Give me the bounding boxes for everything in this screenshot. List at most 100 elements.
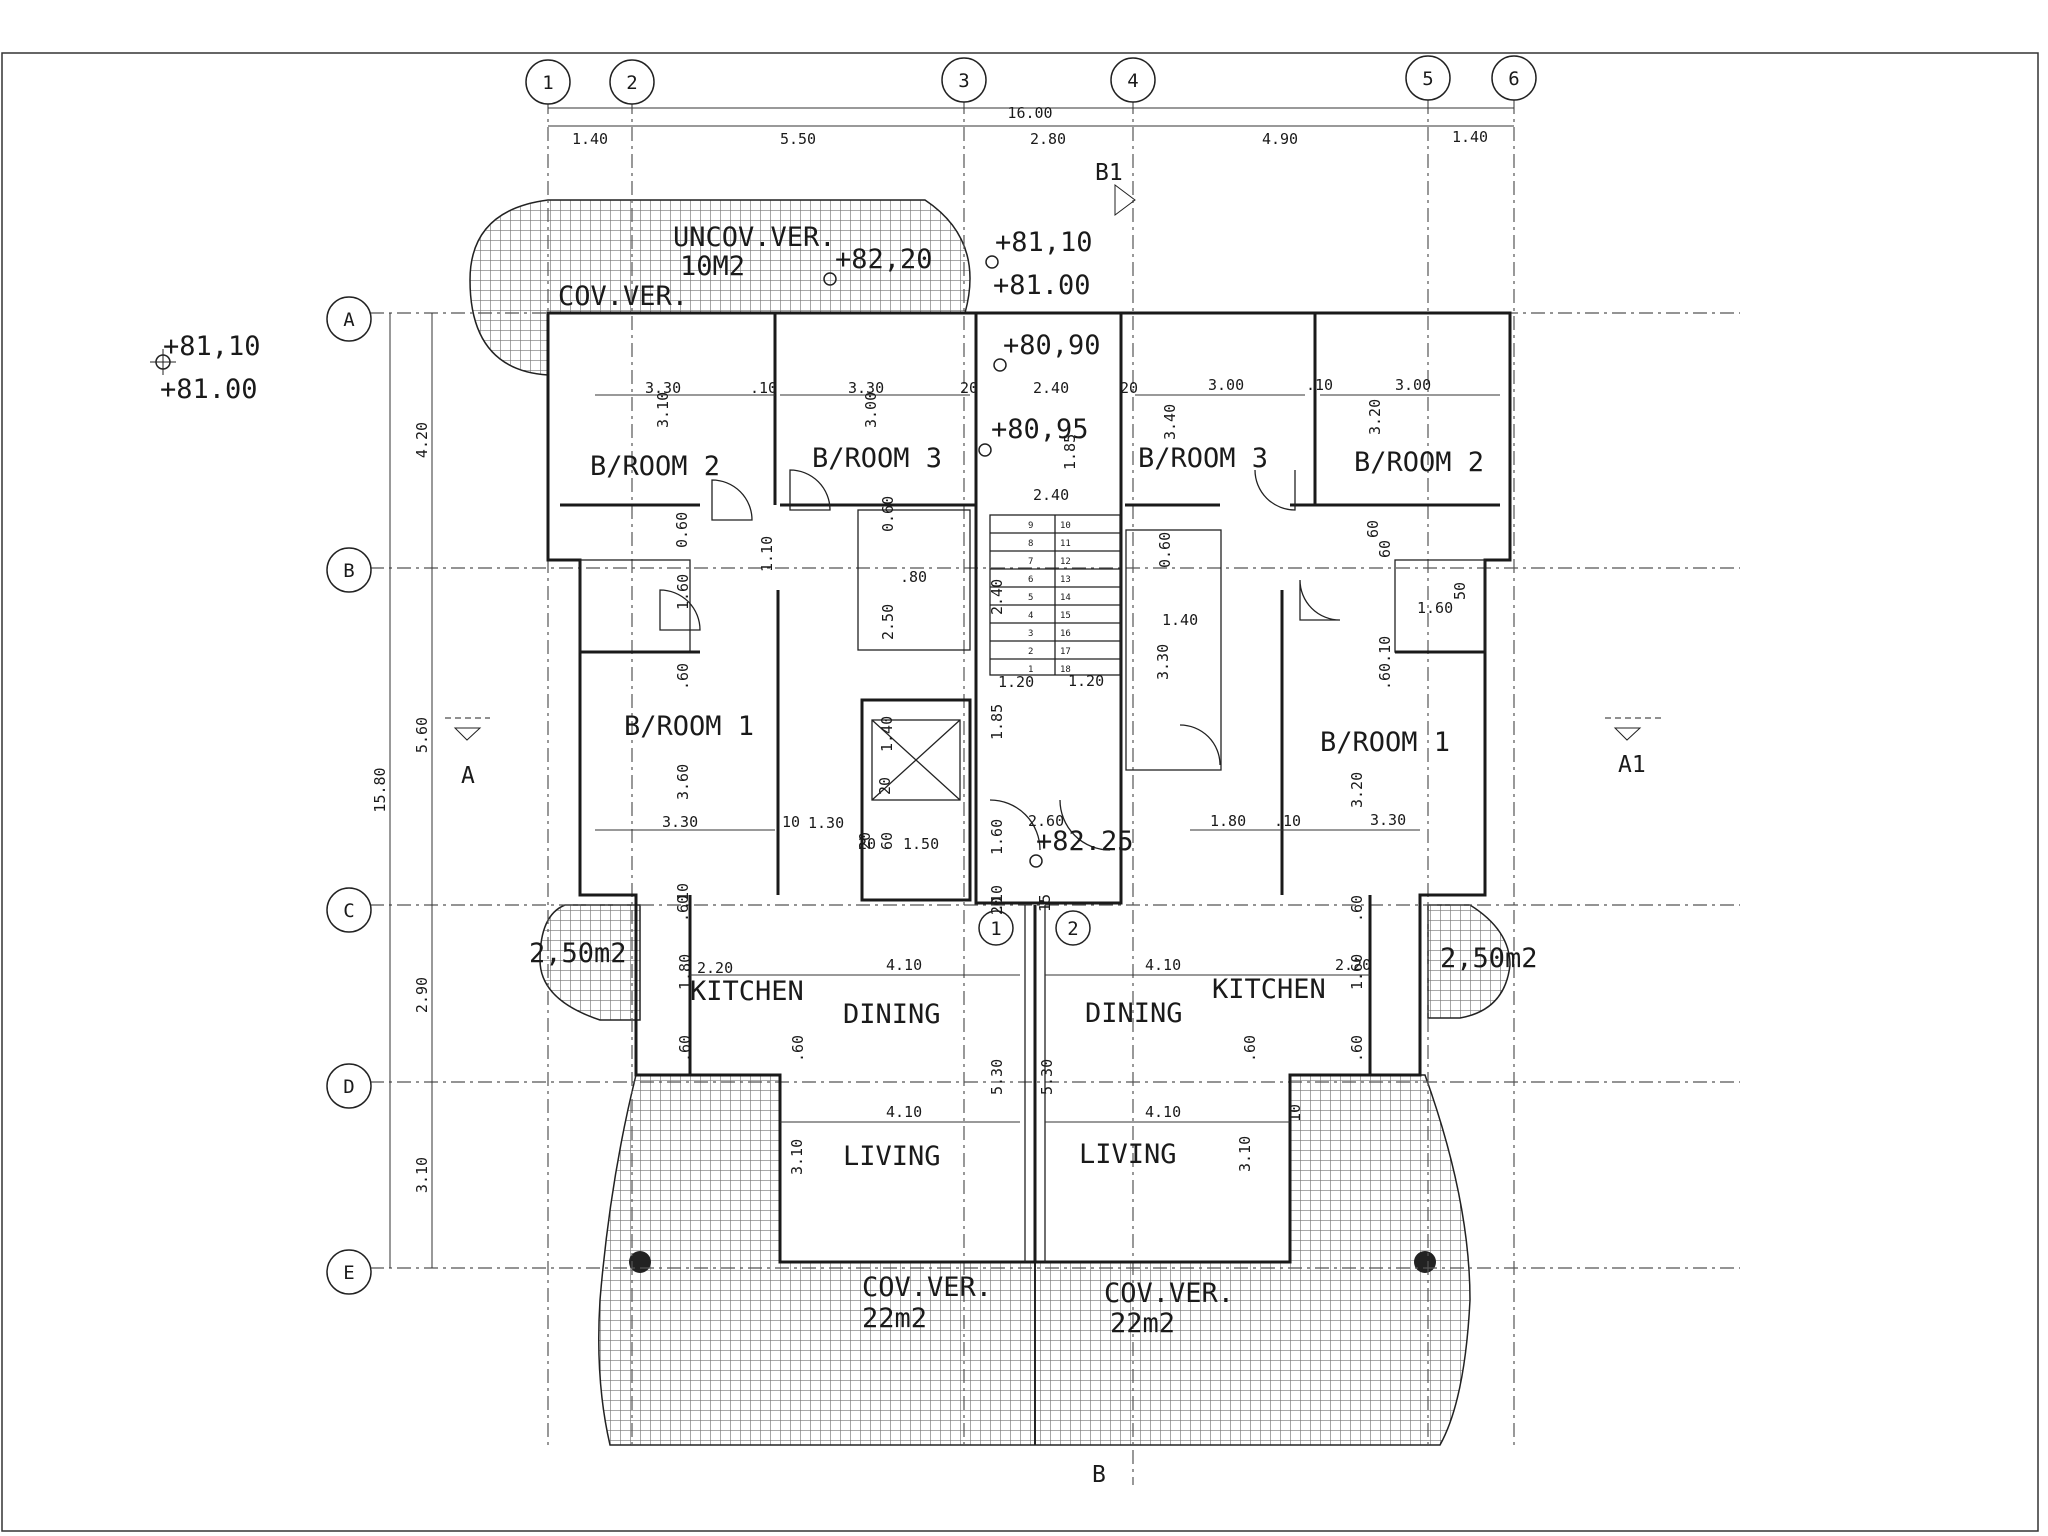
svg-text:1.80: 1.80: [1210, 812, 1246, 830]
svg-text:3.10: 3.10: [788, 1139, 806, 1175]
svg-text:.60.10: .60.10: [1376, 636, 1394, 690]
entrance-2: 2: [1067, 918, 1078, 940]
walls: [546, 311, 1512, 1264]
dim-left-seg-3: 2.90: [413, 977, 431, 1013]
room-bedroom2-left: B/ROOM 2: [590, 451, 720, 482]
svg-text:15: 15: [1060, 611, 1071, 621]
grid-col-5: 5: [1422, 68, 1433, 90]
dim-left-seg-2: 5.60: [413, 717, 431, 753]
grid-col-4: 4: [1127, 70, 1138, 92]
level-top-upper: +81,10: [995, 227, 1093, 258]
svg-text:2: 2: [1028, 647, 1033, 657]
svg-text:.60: .60: [1241, 1035, 1259, 1062]
section-arrows: [445, 184, 1665, 741]
svg-text:1.20: 1.20: [998, 673, 1034, 691]
room-living-right: LIVING: [1079, 1139, 1177, 1170]
dim-left-seg-1: 4.20: [413, 422, 431, 458]
room-bedroom1-left: B/ROOM 1: [624, 711, 754, 742]
svg-text:3.30: 3.30: [1370, 811, 1406, 829]
svg-text:8: 8: [1028, 539, 1033, 549]
dim-left-seg-4: 3.10: [413, 1157, 431, 1193]
svg-text:4: 4: [1028, 611, 1033, 621]
dim-top-seg-4: 4.90: [1262, 130, 1298, 148]
svg-text:20: 20: [1120, 379, 1138, 397]
svg-text:12: 12: [1060, 557, 1071, 567]
svg-text:.10: .10: [988, 885, 1006, 912]
svg-text:.60: .60: [674, 895, 692, 922]
column-right: [1414, 1251, 1436, 1273]
dim-top-seg-2: 5.50: [780, 130, 816, 148]
svg-text:5.30: 5.30: [988, 1059, 1006, 1095]
svg-text:3.30: 3.30: [1154, 644, 1172, 680]
svg-text:4.10: 4.10: [1145, 956, 1181, 974]
svg-text:0.60: 0.60: [673, 512, 691, 548]
svg-text:1.10: 1.10: [758, 536, 776, 572]
svg-text:2.50: 2.50: [879, 604, 897, 640]
grid-col-6: 6: [1508, 68, 1519, 90]
svg-text:2.40: 2.40: [988, 579, 1006, 615]
dim-top-seg-3: 2.80: [1030, 130, 1066, 148]
svg-text:2.20: 2.20: [697, 959, 733, 977]
grid-row-d: D: [343, 1076, 354, 1098]
svg-text:3.00: 3.00: [862, 392, 880, 428]
grid-bubbles: [326, 55, 1537, 1295]
svg-text:.10: .10: [773, 813, 800, 831]
grid-col-2: 2: [626, 72, 637, 94]
svg-text:1: 1: [1028, 665, 1033, 675]
svg-text:1.60: 1.60: [674, 574, 692, 610]
room-dining-right: DINING: [1085, 998, 1183, 1029]
cov-veranda-left-title: COV.VER.: [862, 1272, 992, 1303]
svg-text:60: 60: [1376, 540, 1394, 558]
svg-text:50: 50: [1451, 582, 1469, 600]
grid-row-a: A: [343, 309, 355, 331]
svg-text:2.40: 2.40: [1033, 379, 1069, 397]
grid-row-e: E: [343, 1262, 354, 1284]
svg-text:.60: .60: [1348, 895, 1366, 922]
svg-text:3.30: 3.30: [848, 379, 884, 397]
grid-row-b: B: [343, 560, 354, 582]
svg-text:1.60: 1.60: [988, 819, 1006, 855]
svg-text:.60: .60: [1348, 1035, 1366, 1062]
svg-text:20: 20: [856, 832, 874, 850]
svg-text:.10: .10: [1274, 812, 1301, 830]
level-uncov: +82,20: [835, 244, 933, 275]
svg-text:1.20: 1.20: [1068, 672, 1104, 690]
room-bedroom1-right: B/ROOM 1: [1320, 727, 1450, 758]
svg-text:.10: .10: [1306, 376, 1333, 394]
svg-text:20: 20: [960, 379, 978, 397]
cov-veranda-right-title: COV.VER.: [1104, 1278, 1234, 1309]
svg-text:20: 20: [858, 835, 876, 853]
room-dining-left: DINING: [843, 999, 941, 1030]
svg-text:13: 13: [1060, 575, 1071, 585]
section-mark-a1: A1: [1618, 752, 1646, 778]
svg-text:0.60: 0.60: [1156, 532, 1174, 568]
level-landing: +82.25: [1036, 826, 1134, 857]
svg-text:2.20: 2.20: [1335, 956, 1371, 974]
svg-text:.60: .60: [676, 1035, 694, 1062]
svg-text:20: 20: [988, 897, 1006, 915]
dim-top-seg-5: 1.40: [1452, 128, 1488, 146]
svg-text:60: 60: [1364, 520, 1382, 538]
svg-text:3.20: 3.20: [1348, 772, 1366, 808]
svg-text:5.30: 5.30: [1038, 1059, 1056, 1095]
dim-top-seg-1: 1.40: [572, 130, 608, 148]
room-living-left: LIVING: [843, 1141, 941, 1172]
svg-text:.10: .10: [750, 379, 777, 397]
room-bedroom2-right: B/ROOM 2: [1354, 447, 1484, 478]
grid-row-c: C: [343, 900, 354, 922]
section-mark-b: B: [1092, 1462, 1106, 1488]
cov-veranda-right-area: 22m2: [1110, 1308, 1175, 1339]
uncov-veranda-title: UNCOV.VER.: [673, 222, 836, 253]
cov-veranda-left-area: 22m2: [862, 1303, 927, 1334]
covered-veranda-area: [598, 1074, 1471, 1446]
svg-text:.60: .60: [674, 663, 692, 690]
svg-text:9: 9: [1028, 521, 1033, 531]
level-stair-2: +80,95: [991, 414, 1089, 445]
svg-text:17: 17: [1060, 647, 1071, 657]
section-mark-b1: B1: [1095, 160, 1123, 186]
svg-text:2.60: 2.60: [1028, 812, 1064, 830]
svg-text:10: 10: [1286, 1104, 1304, 1122]
room-bedroom3-left: B/ROOM 3: [812, 443, 942, 474]
level-ext-upper: +81,10: [163, 331, 261, 362]
